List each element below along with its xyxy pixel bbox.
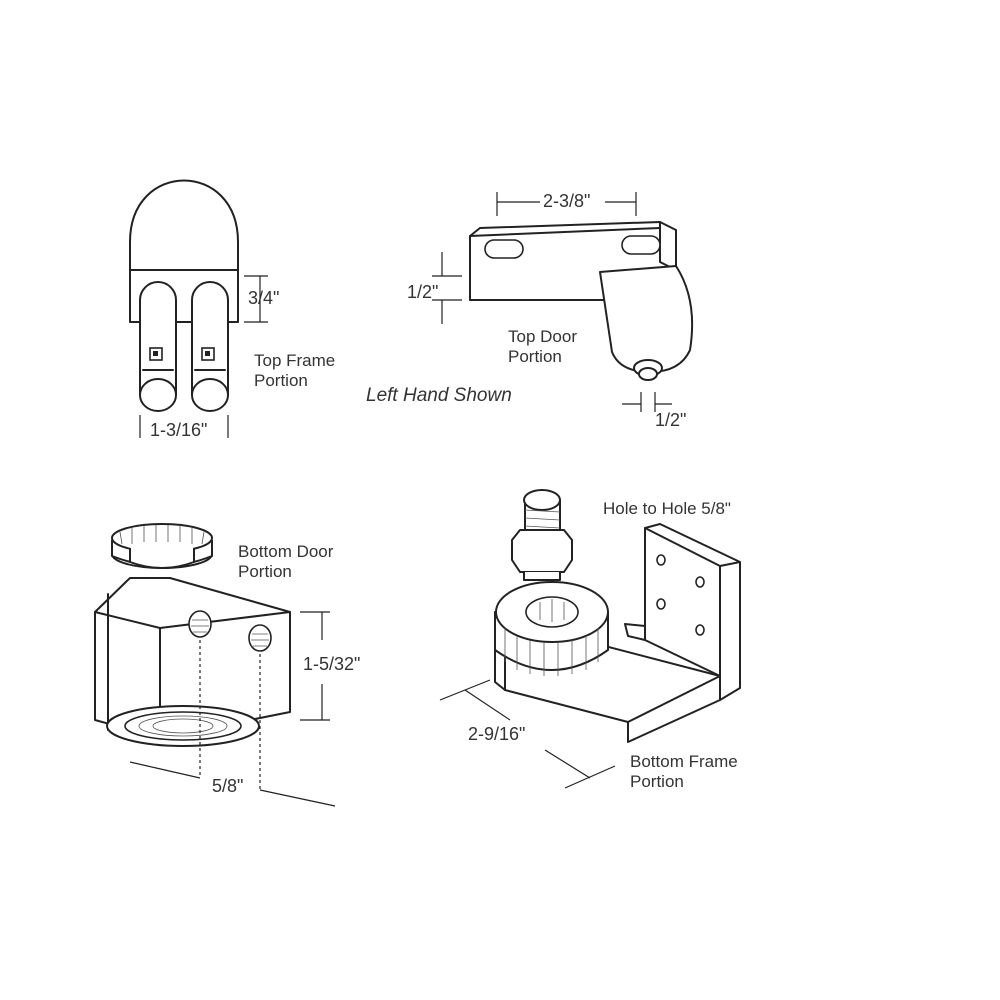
top-door-pin-dimension: 1/2" [622,392,686,430]
bottom-door-offset-dimension: 5/8" [129,640,336,807]
top-door-length-value: 2-3/8" [543,191,590,211]
left-hand-shown-note: Left Hand Shown [366,385,512,406]
top-frame-height-dimension: 3/4" [244,275,279,323]
bottom-frame-label-line1: Bottom Frame [630,752,738,771]
bottom-frame-length-value: 2-9/16" [468,724,525,744]
bottom-door-height-dimension: 1-5/32" [300,611,360,721]
bottom-frame-portion [494,489,741,743]
top-door-pin-value: 1/2" [655,410,686,430]
bottom-door-label-line1: Bottom Door [238,542,334,561]
top-door-portion [469,221,694,381]
bottom-door-label-line2: Portion [238,562,292,581]
hole-to-hole-note: Hole to Hole 5/8" [603,499,731,518]
top-door-height-value: 1/2" [407,282,438,302]
top-door-label-line1: Top Door [508,327,577,346]
top-frame-width-value: 1-3/16" [150,420,207,440]
bottom-door-portion [94,523,291,747]
bottom-door-height-value: 1-5/32" [303,654,360,674]
bottom-frame-label-line2: Portion [630,772,684,791]
top-door-length-dimension: 2-3/8" [496,191,637,216]
bottom-door-offset-value: 5/8" [212,776,243,796]
top-frame-label-line1: Top Frame [254,351,335,370]
top-frame-height-value: 3/4" [248,288,279,308]
top-frame-width-dimension: 1-3/16" [139,415,229,440]
top-door-label-line2: Portion [508,347,562,366]
top-frame-portion [129,179,239,412]
bottom-frame-length-dimension: 2-9/16" [439,679,616,789]
top-door-height-dimension: 1/2" [407,252,462,324]
top-frame-label-line2: Portion [254,371,308,390]
